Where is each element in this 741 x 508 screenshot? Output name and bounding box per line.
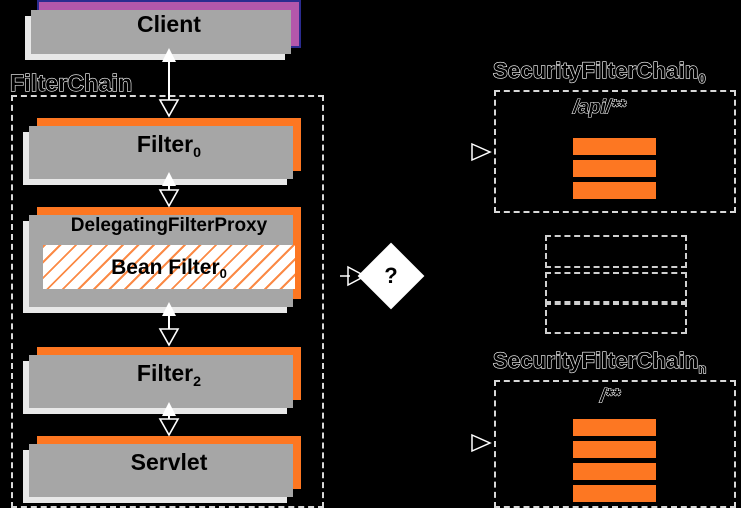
node-delegating-filter-proxy[interactable]: DelegatingFilterProxy Bean Filter0 xyxy=(23,207,301,313)
securityfilterchain-placeholder-row xyxy=(545,301,687,334)
connector-decision-chainN xyxy=(471,433,492,453)
securityfilterchain-n-filter-bar[interactable] xyxy=(573,485,656,502)
securityfilterchain-0-filter-bar[interactable] xyxy=(573,138,656,155)
connector-decision-chain0 xyxy=(471,142,492,162)
node-servlet-label: Servlet xyxy=(130,449,208,475)
node-filter-2-label: Filter2 xyxy=(136,360,201,389)
securityfilterchain-0-title: SecurityFilterChain0 xyxy=(492,57,706,87)
securityfilterchain-n-title-subscript: n xyxy=(698,361,707,377)
node-shadow-near xyxy=(29,444,293,497)
securityfilterchain-n-filter-bar[interactable] xyxy=(573,419,656,436)
filterchain-container xyxy=(11,95,324,508)
securityfilterchain-0-title-subscript: 0 xyxy=(698,71,706,87)
node-filter-0-text: Filter xyxy=(136,131,194,157)
node-servlet[interactable]: Servlet xyxy=(23,436,301,503)
node-bean-filter-0[interactable]: Bean Filter0 xyxy=(43,245,295,289)
securityfilterchain-0-pattern: /api/** xyxy=(572,96,626,118)
securityfilterchain-0-container xyxy=(494,90,736,213)
node-bean-filter-0-text: Bean Filter xyxy=(111,255,220,279)
securityfilterchain-0-title-text: SecurityFilterChain xyxy=(492,57,699,83)
filterchain-group-label: FilterChain xyxy=(9,69,133,96)
securityfilterchain-n-pattern: /** xyxy=(599,385,621,407)
securityfilterchain-placeholder-row xyxy=(545,272,687,305)
node-filter-0-label: Filter0 xyxy=(136,131,201,160)
securityfilterchain-n-filter-bar[interactable] xyxy=(573,441,656,458)
decision-question-label: ? xyxy=(384,263,398,288)
node-bean-filter-0-subscript: 0 xyxy=(219,265,227,281)
node-client[interactable]: Client xyxy=(25,0,301,60)
securityfilterchain-placeholder-row xyxy=(545,235,687,268)
securityfilterchain-n-title-text: SecurityFilterChain xyxy=(492,347,699,373)
node-shadow-near xyxy=(31,10,291,54)
node-shadow-near xyxy=(29,126,293,179)
securityfilterchain-0-filter-bar[interactable] xyxy=(573,160,656,177)
dfp-title-label: DelegatingFilterProxy xyxy=(70,215,268,236)
securityfilterchain-n-container xyxy=(494,380,736,508)
node-shadow-near xyxy=(29,355,293,408)
node-filter-2-subscript: 2 xyxy=(193,373,202,390)
node-bean-filter-0-label: Bean Filter0 xyxy=(111,255,227,281)
node-filter-2-text: Filter xyxy=(136,360,194,386)
securityfilterchain-n-filter-bar[interactable] xyxy=(573,463,656,480)
node-filter-2[interactable]: Filter2 xyxy=(23,347,301,414)
securityfilterchain-0-filter-bar[interactable] xyxy=(573,182,656,199)
node-filter-0[interactable]: Filter0 xyxy=(23,118,301,185)
node-filter-0-subscript: 0 xyxy=(193,144,202,161)
securityfilterchain-n-title: SecurityFilterChainn xyxy=(492,347,707,377)
node-client-label: Client xyxy=(137,10,201,37)
